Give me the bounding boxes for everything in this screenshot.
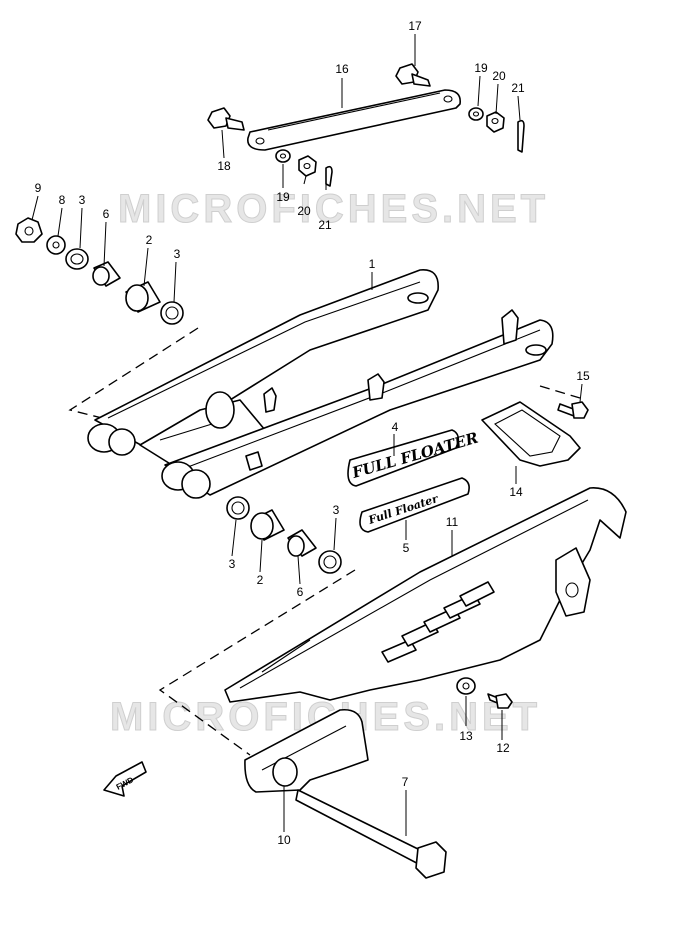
callout-10: 10 [277,833,291,847]
nut-9 [15,217,43,243]
callout-3-upper-right: 3 [174,247,181,261]
callout-14: 14 [509,485,523,499]
spacer-2-upper [125,281,161,313]
callout-19-lower: 19 [276,190,290,204]
callout-numbers: 17 16 19 20 21 18 19 20 21 9 8 3 6 2 3 1… [35,19,590,847]
callout-2-lower: 2 [257,573,264,587]
callout-9: 9 [35,181,42,195]
callout-20-lower: 20 [297,204,311,218]
assembly-line-lower [158,569,356,756]
axle-7 [295,789,447,879]
callout-7: 7 [402,775,409,789]
callout-2-upper: 2 [146,233,153,247]
callout-3-lower-right: 3 [333,503,340,517]
torque-rod-16 [247,89,462,151]
callout-12: 12 [496,741,510,755]
callout-4: 4 [392,420,399,434]
bolt-12 [487,693,513,709]
oil-seal-3-upper-right [160,301,184,325]
washer-13 [456,677,476,695]
chain-case-11 [224,487,627,703]
nut-20-lower [298,155,317,177]
fwd-arrow: FWD [103,761,147,797]
callout-5: 5 [403,541,410,555]
callout-6-lower: 6 [297,585,304,599]
callout-11: 11 [446,515,459,529]
callout-15: 15 [576,369,590,383]
callout-8: 8 [59,193,66,207]
cotter-pin-21-lower [325,165,333,187]
bolt-18 [207,107,245,131]
leader-lines [31,34,583,836]
watermark-top: MICROFICHES.NET [118,187,549,231]
nut-20-upper [486,111,505,133]
washer-19-upper [468,107,484,121]
callout-16: 16 [335,62,349,76]
bearing-6-lower [287,529,317,557]
callout-3-upper-left: 3 [79,193,86,207]
oil-seal-3-upper-left [65,248,89,270]
callout-6-upper: 6 [103,207,110,221]
assembly-line-guard [539,385,581,399]
callout-20-upper: 20 [492,69,506,83]
oil-seal-3-lower-left [226,496,250,520]
callout-17: 17 [408,19,422,33]
callout-21-upper: 21 [511,81,525,95]
oil-seal-3-lower-right [318,550,342,574]
bolt-15 [557,401,589,419]
callout-21-lower: 21 [318,218,332,232]
washer-19-lower [275,149,291,163]
callout-1: 1 [369,257,376,271]
cotter-pin-21-upper [517,119,525,153]
bearing-6-upper [92,261,121,287]
assembly-line-upper [68,327,199,421]
bolt-17 [395,63,431,87]
spacer-2-lower [250,509,285,541]
decal-4: FULL FLOATER [347,429,480,487]
chain-guide-14 [481,401,581,467]
chain-buffer-10 [244,708,369,793]
washer-8 [46,235,66,255]
callout-3-lower-left: 3 [229,557,236,571]
swingarm-1 [87,269,554,499]
callout-19-upper: 19 [474,61,488,75]
callout-18: 18 [217,159,231,173]
callout-13: 13 [459,729,473,743]
